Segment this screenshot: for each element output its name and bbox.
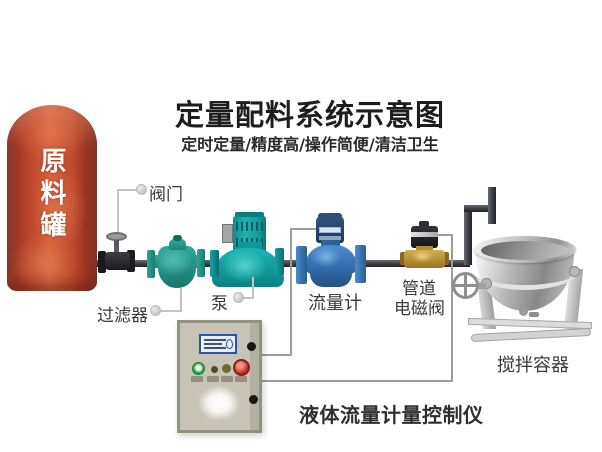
- valve-label: 阀门: [149, 185, 183, 205]
- pipe-riser: [464, 209, 472, 265]
- flow-meter-label: 流量计: [308, 293, 362, 314]
- pump-motor-vents-top: [236, 222, 263, 231]
- photo-glare: [192, 380, 246, 426]
- solenoid-label-line1: 管道: [402, 279, 436, 299]
- kettle-rim-inner: [481, 241, 569, 260]
- button-nameplate: [207, 376, 219, 382]
- pump-motor-cap: [235, 212, 264, 217]
- pump-pointer-line-v: [252, 277, 254, 299]
- kettle-handwheel-spoke-h: [454, 284, 477, 287]
- cabinet-latch-top: [247, 342, 256, 351]
- flow-meter-flange-left: [296, 246, 307, 284]
- flow-meter-flange-right: [355, 245, 366, 283]
- pump-terminal-box: [222, 224, 233, 243]
- solenoid-nut-right: [443, 252, 449, 265]
- raw-material-tank: [7, 105, 97, 291]
- flow-meter-dial-band: [319, 236, 341, 240]
- pipe-outlet-stub: [488, 187, 496, 224]
- filter-pointer-line-h: [160, 310, 182, 312]
- valve-pointer-dot: [136, 184, 147, 195]
- filter-label: 过滤器: [97, 306, 148, 326]
- signal-line-flowmeter-h: [291, 228, 318, 230]
- pump-pointer-line-h: [243, 297, 254, 299]
- valve-pointer-line-v: [117, 189, 119, 233]
- valve-flange-left: [98, 251, 106, 273]
- solenoid-body: [404, 250, 445, 268]
- raw-material-tank-label: 原料罐: [36, 147, 66, 243]
- display-text-line: [204, 339, 226, 341]
- pump-flange-right: [275, 248, 284, 275]
- flow-meter-neck: [321, 240, 340, 248]
- solenoid-top-nut: [419, 221, 429, 227]
- valve-pointer-line-h: [117, 189, 137, 191]
- signal-line-solenoid-h2: [261, 380, 453, 382]
- signal-line-flowmeter-h2: [261, 354, 292, 356]
- solenoid-coil-band: [411, 232, 438, 237]
- flow-meter-register-cap: [318, 213, 342, 219]
- pump-volute: [212, 248, 284, 287]
- filter-knob: [173, 235, 182, 241]
- filter-body: [158, 246, 196, 288]
- filter-flange-left: [147, 250, 155, 278]
- indicator-lamp-1: [211, 366, 218, 373]
- filter-pointer-dot: [150, 305, 161, 316]
- button-nameplate: [235, 376, 247, 382]
- kettle-jacket-band: [470, 248, 580, 290]
- valve-flange-right: [127, 250, 135, 272]
- flow-meter-lower-body: [310, 269, 352, 287]
- display-text-line: [204, 343, 222, 345]
- kettle-drain: [519, 307, 528, 316]
- solenoid-bonnet: [416, 246, 433, 251]
- kettle-drain-handle: [529, 312, 539, 317]
- vessel-label: 搅拌容器: [497, 355, 569, 376]
- solenoid-label-line2: 电磁阀: [394, 299, 445, 319]
- page-subtitle: 定时定量/精度高/操作简便/清洁卫生: [181, 135, 439, 154]
- filter-cap: [169, 239, 186, 250]
- flow-meter-dial-window: [319, 227, 341, 233]
- pump-label: 泵: [211, 294, 228, 314]
- display-logo-glyph: [226, 339, 233, 349]
- stop-button: [233, 359, 250, 376]
- cabinet-latch-bottom: [249, 395, 258, 404]
- filter-flange-right: [197, 249, 205, 277]
- button-nameplate: [191, 376, 203, 382]
- solenoid-coil: [411, 226, 438, 248]
- signal-line-solenoid-v: [451, 234, 453, 382]
- pump-pointer-dot: [233, 292, 244, 303]
- kettle-handwheel: [452, 272, 479, 299]
- valve-body: [105, 252, 130, 270]
- pipe-top-run: [464, 205, 496, 212]
- start-button: [192, 362, 205, 375]
- pump-flange-left: [210, 250, 219, 277]
- kettle-base-bar-front: [470, 327, 592, 343]
- controller-display: [199, 334, 237, 354]
- indicator-lamp-2: [222, 364, 231, 373]
- control-cabinet-hinge-strip: [250, 323, 259, 430]
- kettle-tilt-axle: [477, 283, 486, 289]
- valve-stem: [114, 240, 119, 254]
- kettle-trunnion-right: [569, 266, 580, 277]
- display-text-line: [204, 347, 226, 349]
- signal-line-flowmeter-v: [290, 228, 292, 356]
- filter-pointer-line-v: [180, 288, 182, 312]
- button-nameplate: [221, 376, 233, 382]
- controller-label: 液体流量计量控制仪: [299, 403, 484, 427]
- solenoid-nut-left: [400, 252, 406, 265]
- signal-line-solenoid-h: [437, 234, 453, 236]
- page-title: 定量配料系统示意图: [174, 98, 445, 132]
